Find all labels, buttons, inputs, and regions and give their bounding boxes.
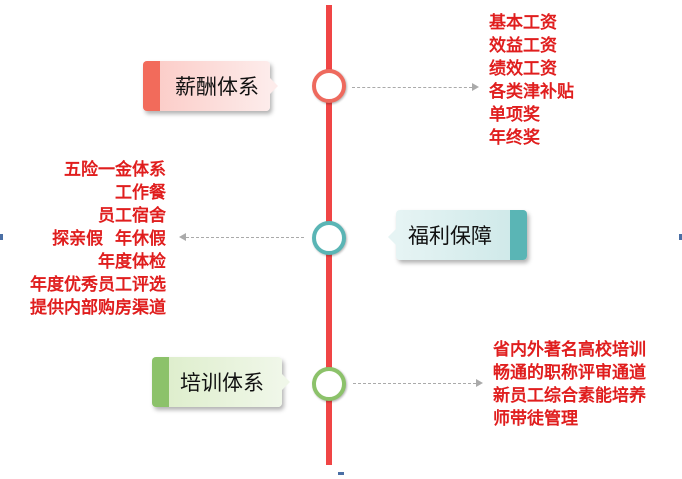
welfare-node — [312, 221, 346, 255]
training-list: 省内外著名高校培训 畅通的职称评审通道 新员工综合素能培养 师带徒管理 — [493, 339, 646, 431]
edge-marker — [679, 234, 682, 240]
edge-marker — [0, 234, 3, 240]
training-connector — [353, 383, 476, 384]
salary-node — [312, 69, 346, 103]
list-item: 提供内部购房渠道 — [30, 298, 166, 318]
list-item: 年度体检 — [98, 252, 166, 272]
training-title: 培训体系 — [180, 371, 264, 395]
list-item: 绩效工资 — [489, 59, 557, 79]
arrow-left-icon — [179, 233, 186, 241]
list-item: 基本工资 — [489, 13, 557, 33]
list-item: 工作餐 — [115, 183, 166, 203]
list-item: 年终奖 — [489, 128, 540, 148]
salary-connector — [352, 87, 472, 88]
list-item: 效益工资 — [489, 36, 557, 56]
training-box: 培训体系 — [152, 357, 282, 407]
welfare-connector — [186, 237, 304, 238]
list-item: 省内外著名高校培训 — [493, 340, 646, 360]
salary-list: 基本工资 效益工资 绩效工资 各类津补贴 单项奖 年终奖 — [489, 12, 574, 150]
list-item: 各类津补贴 — [489, 82, 574, 102]
salary-strip — [143, 61, 160, 111]
salary-box: 薪酬体系 — [143, 61, 270, 111]
welfare-strip — [510, 210, 527, 260]
list-item: 五险一金体系 — [64, 160, 166, 180]
training-pointer — [282, 374, 290, 390]
welfare-pointer — [388, 229, 396, 245]
list-item: 单项奖 — [489, 105, 540, 125]
list-item: 员工宿舍 — [98, 206, 166, 226]
arrow-right-icon — [476, 379, 483, 387]
welfare-list: 五险一金体系 工作餐 员工宿舍 探亲假 年休假 年度体检 年度优秀员工评选 提供… — [30, 159, 166, 320]
list-item: 新员工综合素能培养 — [493, 386, 646, 406]
list-item: 师带徒管理 — [493, 409, 578, 429]
welfare-title: 福利保障 — [408, 224, 492, 248]
training-node — [312, 367, 346, 401]
training-strip — [152, 357, 169, 407]
list-item: 年度优秀员工评选 — [30, 275, 166, 295]
salary-pointer — [270, 78, 278, 94]
list-item: 畅通的职称评审通道 — [493, 363, 646, 383]
salary-title: 薪酬体系 — [175, 75, 259, 99]
edge-marker — [338, 472, 344, 475]
welfare-box: 福利保障 — [396, 210, 527, 260]
arrow-right-icon — [472, 83, 479, 91]
list-item: 探亲假 年休假 — [52, 229, 166, 249]
